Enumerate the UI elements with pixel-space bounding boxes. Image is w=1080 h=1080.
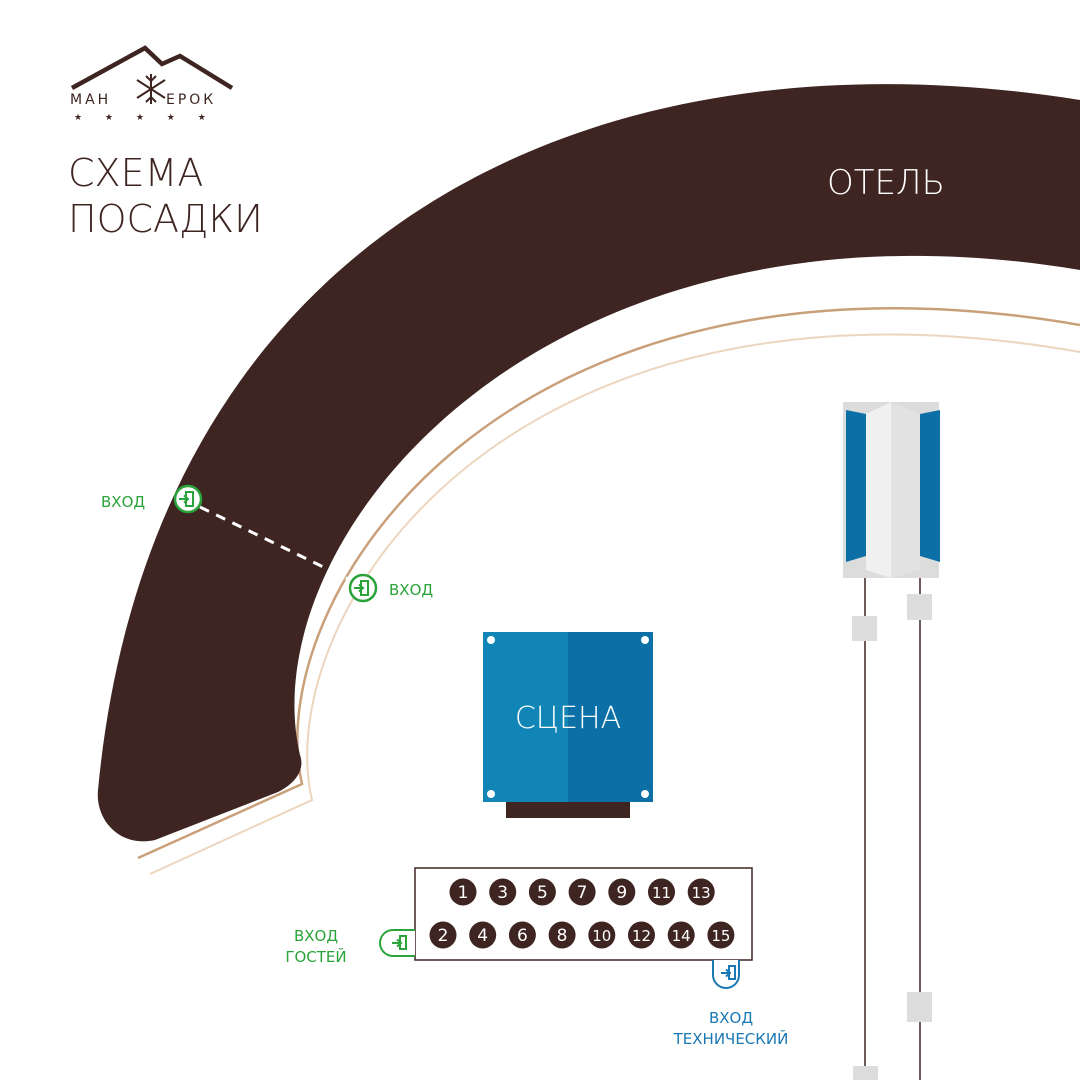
entrance-outer-label: ВХОД [101,493,145,511]
table-number: 12 [632,927,651,945]
door-enter-icon [392,935,407,950]
table-number: 13 [692,884,711,902]
entrance-technical-label-1: ВХОД [709,1009,753,1027]
entrance-outer: ВХОД [101,484,203,514]
table-number: 11 [652,884,671,902]
door-enter-icon [354,580,369,596]
entrance-inner: ВХОД [348,573,433,603]
table-number: 4 [477,926,488,946]
table-4[interactable] [469,921,497,949]
entrance-inner-label: ВХОД [389,581,433,599]
table-number: 6 [517,926,528,946]
table-1[interactable] [449,878,477,906]
logo-text-right: ЕРОК [166,92,216,108]
stage-left-half [483,632,568,802]
hotel-building: ОТЕЛЬ [97,84,1080,875]
stage-base [506,798,630,818]
door-enter-icon [721,965,736,980]
page-title-line2: ПОСАДКИ [68,197,263,241]
stage-label: СЦЕНА [515,701,621,736]
snowflake-icon [136,74,166,104]
screen-tower [843,402,940,1080]
table-11[interactable] [648,878,675,906]
table-5[interactable] [528,878,556,906]
table-2[interactable] [429,921,457,949]
table-number: 8 [557,926,568,946]
table-number: 9 [616,883,627,903]
table-12[interactable] [628,921,655,949]
hotel-outline-light [149,333,1080,875]
hotel-shape [97,84,1080,842]
entrance-technical: ВХОД ТЕХНИЧЕСКИЙ [673,960,789,1048]
logo-text-left: МАН [70,92,111,108]
door-enter-icon [179,491,194,507]
mountain-icon [70,45,234,90]
table-number: 1 [458,883,469,903]
logo: МАН ЕРОК ★ ★ ★ ★ ★ [70,45,234,123]
table-number: 2 [438,926,449,946]
table-7[interactable] [568,878,596,906]
tables-bottom-row: 2 4 6 8 10 12 14 15 [429,921,735,949]
hotel-outline-gold [137,307,1080,860]
table-14[interactable] [667,921,695,949]
entrance-technical-label-2: ТЕХНИЧЕСКИЙ [673,1029,789,1048]
table-number: 7 [577,883,588,903]
entrance-guests-label-2: ГОСТЕЙ [285,947,346,966]
table-8[interactable] [548,921,576,949]
table-number: 3 [497,883,508,903]
table-9[interactable] [608,878,636,906]
table-10[interactable] [588,921,616,949]
page-title-line1: СХЕМА [68,151,203,195]
logo-stars: ★ ★ ★ ★ ★ [74,113,216,123]
entrance-guests-label-1: ВХОД [294,927,338,945]
stage-right-half [568,632,653,802]
table-6[interactable] [508,921,536,949]
entrance-passage [199,505,351,582]
table-number: 14 [672,927,691,945]
hotel-label: ОТЕЛЬ [827,163,945,203]
table-3[interactable] [489,878,517,906]
table-number: 5 [537,883,548,903]
table-number: 15 [711,927,730,945]
table-13[interactable] [687,878,715,906]
table-15[interactable] [707,921,735,949]
entrance-guests: ВХОД ГОСТЕЙ [285,927,415,966]
table-number: 10 [592,927,611,945]
stage: СЦЕНА [483,632,653,818]
